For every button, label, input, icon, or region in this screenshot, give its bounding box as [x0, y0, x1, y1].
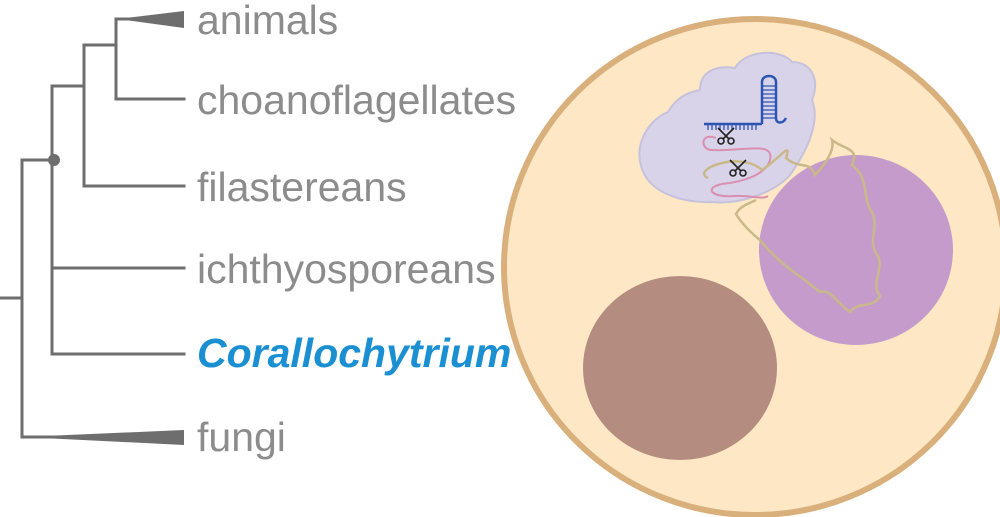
cell-illustration [501, 16, 1000, 517]
dna-strand [703, 136, 882, 314]
taxon-label-animals: animals [197, 0, 339, 43]
taxon-label-choanoflagellates: choanoflagellates [197, 77, 517, 123]
scissors-icon [717, 127, 735, 145]
scissors-icon [729, 159, 747, 177]
guide-rna-stem [760, 74, 788, 124]
taxon-label-fungi: fungi [197, 414, 286, 460]
mrna-strand [702, 135, 772, 199]
guide-rna-rungs [707, 85, 776, 130]
taxon-label-corallochytrium: Corallochytrium [197, 330, 512, 376]
tree-node-dot [48, 154, 60, 166]
taxon-label-filastereans: filastereans [197, 164, 407, 210]
taxon-label-ichthyosporeans: ichthyosporeans [197, 246, 496, 292]
fungi-clade-wedge [22, 430, 184, 445]
nucleus [759, 155, 953, 345]
animals-clade-wedge [118, 11, 184, 28]
guide-rna [704, 74, 788, 130]
brown-body [583, 276, 777, 460]
phylogenetic-tree [0, 17, 186, 439]
